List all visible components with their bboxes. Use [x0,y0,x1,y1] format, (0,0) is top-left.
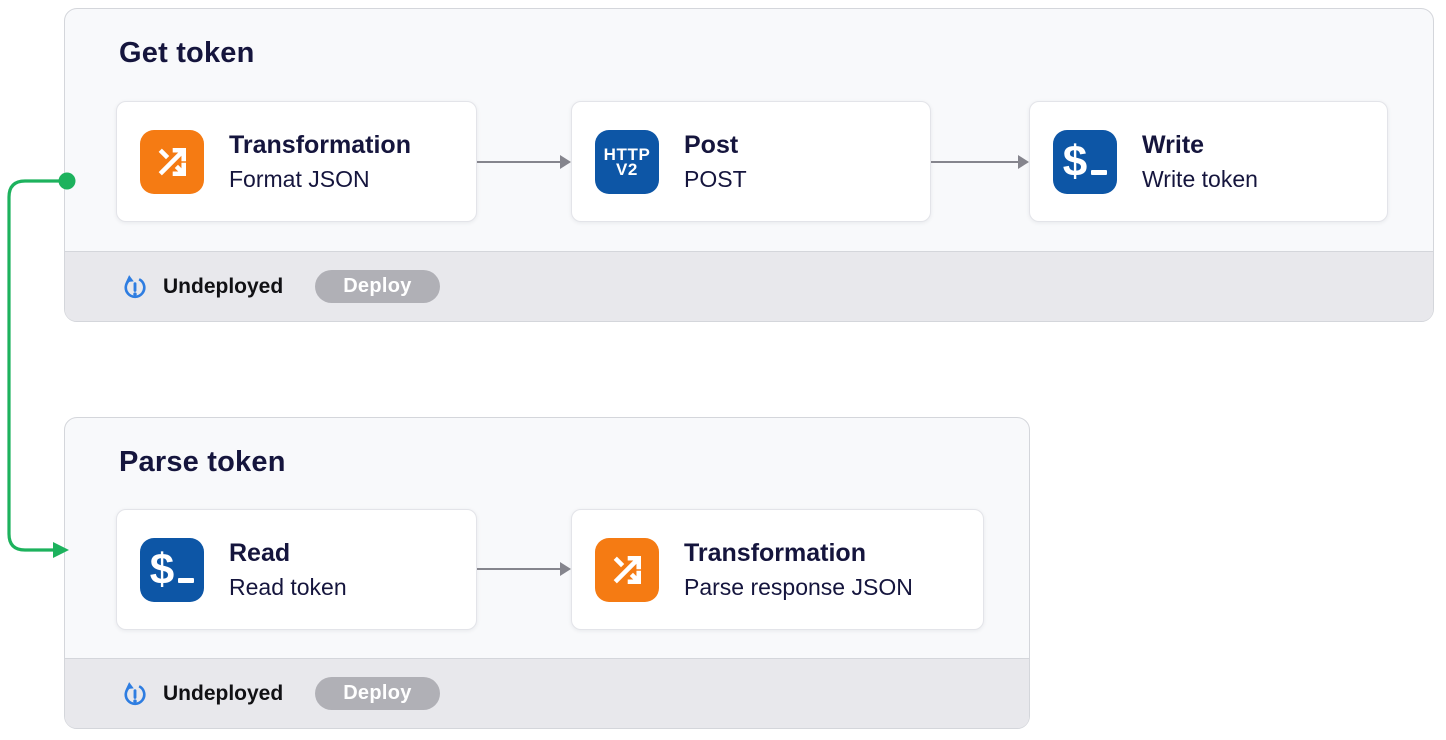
deploy-status-label: Undeployed [163,681,284,705]
pipeline-title: Get token [119,37,255,69]
connector-arrow [477,562,571,576]
node-http-post[interactable]: HTTP V2 Post POST [571,101,931,222]
pipeline-card-get-token: Get token Transformation Format JSON [64,8,1434,322]
node-write[interactable]: $ Write Write token [1029,101,1388,222]
deploy-button[interactable]: Deploy [315,677,440,710]
shuffle-icon [595,537,659,602]
pipeline-card-parse-token: Parse token $ Read Read token [64,417,1030,729]
terminal-icon: $ [140,537,204,602]
node-title: Write [1142,130,1205,159]
node-title: Transformation [684,538,866,567]
terminal-icon: $ [1053,129,1117,194]
deploy-status-label: Undeployed [163,274,284,298]
node-subtitle: Write token [1142,166,1258,193]
node-subtitle: Read token [229,574,347,601]
deploy-bar: Undeployed Deploy [65,658,1029,728]
connector-arrow [477,155,571,169]
deploy-bar: Undeployed Deploy [65,251,1433,321]
undeployed-icon [120,272,150,302]
node-subtitle: Parse response JSON [684,574,913,601]
deploy-button[interactable]: Deploy [315,270,440,303]
node-transformation[interactable]: Transformation Parse response JSON [571,509,984,630]
node-title: Transformation [229,130,411,159]
node-subtitle: Format JSON [229,166,370,193]
node-title: Post [684,130,739,159]
node-title: Read [229,538,291,567]
connector-arrow [931,155,1029,169]
http-v2-icon: HTTP V2 [595,129,659,194]
shuffle-icon [140,129,204,194]
undeployed-icon [120,679,150,709]
node-transformation[interactable]: Transformation Format JSON [116,101,477,222]
pipeline-title: Parse token [119,446,286,478]
node-subtitle: POST [684,166,747,193]
node-read[interactable]: $ Read Read token [116,509,477,630]
